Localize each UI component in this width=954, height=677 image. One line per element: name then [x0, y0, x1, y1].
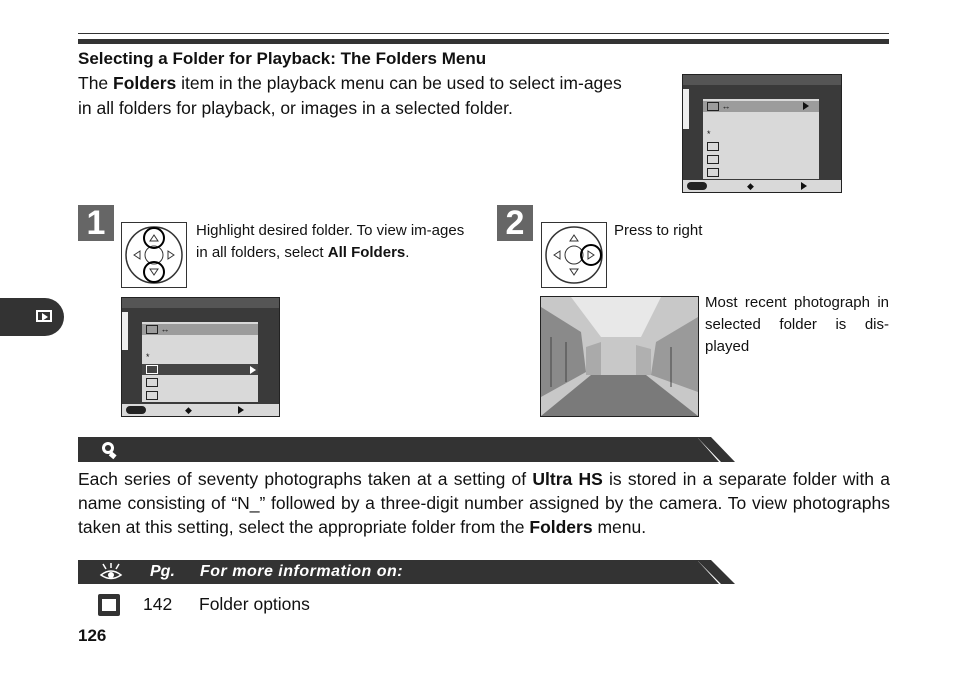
intro-text-end: item in the playback menu can be used to…	[78, 73, 622, 118]
lcd-row-folder	[142, 377, 258, 388]
pg-label: Pg.	[150, 563, 175, 580]
page-number: 126	[78, 626, 107, 645]
lcd-menu-panel: ↔ *	[142, 322, 258, 402]
lcd-folders-menu-select: ↔ * ◆	[121, 297, 280, 417]
ref-topic: Folder options	[199, 594, 310, 614]
step-2-instruction: Press to right	[614, 222, 703, 239]
folder-icon	[707, 102, 719, 112]
updown-icon: ◆	[185, 405, 192, 415]
lcd-row-folder	[142, 390, 258, 401]
updown-icon: ◆	[747, 181, 754, 191]
street-scene-photo-icon	[541, 297, 698, 416]
eye-icon	[99, 563, 123, 580]
lcd-title-bar	[122, 298, 279, 308]
multiselector-up-down-icon	[125, 226, 183, 284]
arrow-right-icon	[801, 182, 807, 190]
lcd-row-all-folders: *	[707, 129, 711, 139]
arrow-right-icon	[803, 102, 809, 110]
folder-icon	[707, 155, 719, 165]
step-1-number: 1	[78, 205, 114, 241]
step-2-multiselector	[541, 222, 607, 288]
playback-photo	[540, 296, 699, 417]
arrow-right-icon	[250, 366, 256, 374]
folder-icon	[146, 365, 158, 375]
step-1-text-end: .	[405, 244, 410, 261]
note-lightbulb-icon	[102, 442, 117, 460]
folder-icon	[146, 325, 158, 335]
step-2-caption: Most recent photograph in selected folde…	[705, 294, 889, 355]
lcd-side-tab	[122, 312, 128, 350]
multiselector-right-icon	[545, 226, 603, 284]
note-bold-ultra-hs: Ultra HS	[532, 469, 603, 489]
note-text-start: Each series of seventy photographs taken…	[78, 469, 533, 489]
lcd-row-folder-selected	[142, 364, 258, 375]
lcd-row-folder	[703, 154, 819, 165]
note-band-stripes	[697, 437, 735, 462]
intro-text-start: The	[78, 73, 114, 93]
note-text-end: menu.	[592, 517, 647, 537]
lcd-menu-button-icon	[126, 406, 146, 414]
intro-paragraph: The Folders item in the playback menu ca…	[78, 71, 623, 121]
lcd-side-tab	[683, 89, 689, 129]
lcd-bottom-bar: ◆	[122, 404, 279, 416]
ref-page-number: 142	[143, 594, 173, 614]
playback-section-tab	[0, 298, 64, 336]
step-1-multiselector	[121, 222, 187, 288]
step-1-text: Highlight desired folder. To view im-age…	[196, 222, 465, 261]
lcd-menu-panel: ↔ *	[703, 99, 819, 179]
intro-bold-folders: Folders	[113, 73, 177, 93]
lcd-row-folder	[703, 167, 819, 178]
step-1-bold-all-folders: All Folders	[327, 244, 406, 261]
more-info-title: For more information on:	[200, 563, 404, 580]
playback-menu-icon	[98, 594, 120, 616]
folder-icon	[146, 378, 158, 388]
arrow-right-icon	[238, 406, 244, 414]
lcd-row-all-folders: *	[146, 352, 150, 362]
note-text-middle: is stored in a separate folder with a na…	[78, 469, 891, 537]
step-2-number: 2	[497, 205, 533, 241]
step-1-instruction: Highlight desired folder. To view im-age…	[196, 220, 472, 264]
section-heading: Selecting a Folder for Playback: The Fol…	[78, 49, 487, 68]
menu-icon-inner	[102, 599, 116, 611]
info-band-stripes	[697, 560, 735, 584]
lcd-title-bar	[683, 75, 841, 85]
lcd-folders-menu-overview: ↔ * ◆	[682, 74, 842, 193]
note-paragraph: Each series of seventy photographs taken…	[78, 467, 890, 539]
lcd-row-folder-header: ↔	[703, 101, 819, 112]
note-bold-folders: Folders	[529, 517, 593, 537]
playback-icon	[36, 310, 52, 322]
lcd-row-folder-header: ↔	[142, 324, 258, 335]
folder-icon	[707, 142, 719, 152]
lcd-menu-button-icon	[687, 182, 707, 190]
note-band	[78, 437, 698, 462]
more-info-band: Pg. For more information on:	[78, 560, 698, 584]
folder-icon	[707, 168, 719, 178]
lcd-row-folder	[703, 141, 819, 152]
top-rule-thick	[78, 39, 889, 44]
lcd-bottom-bar: ◆	[683, 180, 841, 192]
top-rule-thin	[78, 33, 889, 34]
folder-icon	[146, 391, 158, 401]
